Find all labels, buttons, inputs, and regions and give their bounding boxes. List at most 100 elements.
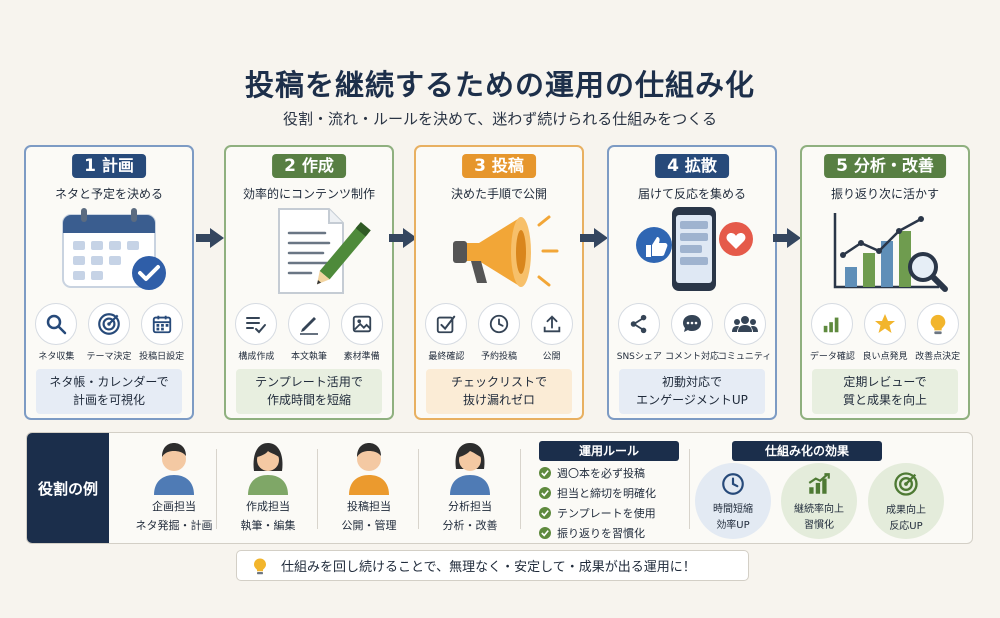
step-icon-item: 素材準備 [338, 303, 386, 362]
step-number: 5 [836, 156, 848, 176]
step-subtitle: ネタと予定を決める [54, 187, 163, 201]
role-creator: 作成担当 執筆・編集 [223, 439, 313, 533]
step-card-create: 2 作成 効率的にコンテンツ制作 構成作成 本文執筆 素材準備 テンプレート活用で… [224, 145, 394, 420]
step-icon-item: ネタ収集 [32, 303, 80, 362]
image-icon [352, 315, 371, 333]
effect-results: 成果向上 反応UP [868, 463, 944, 539]
role-analyst: 分析担当 分析・改善 [425, 439, 515, 533]
step-badge: 1 計画 [72, 154, 146, 178]
growth-chart-icon [808, 473, 830, 494]
person-avatar-icon [450, 443, 490, 495]
step-icon-item: コメント対応 [665, 303, 719, 362]
step-icon-item: 改善点決定 [914, 303, 962, 362]
comment-icon [682, 315, 701, 332]
search-icon [47, 314, 67, 335]
arrow-right-icon [580, 228, 608, 248]
rule-item: 週〇本を必ず投稿 [539, 465, 645, 481]
clock-icon [722, 473, 744, 495]
check-icon [539, 487, 551, 499]
step-number: 1 [84, 156, 96, 176]
step-icon-item: 本文執筆 [285, 303, 333, 362]
star-icon [874, 314, 895, 333]
calendar-check-illustration [62, 208, 166, 290]
step-title: 分析・改善 [853, 156, 934, 175]
step-subtitle: 決めた手順で公開 [450, 187, 547, 201]
check-icon [539, 507, 551, 519]
upload-icon [543, 315, 560, 333]
footer-text: 仕組みを回し続けることで、無理なく・安定して・成果が出る運用に！ [281, 560, 696, 575]
step-subtitle: 効率的にコンテンツ制作 [242, 187, 375, 201]
step-card-spread: 4 拡散 届けて反応を集める SNSシェア コメント対応 コミュニティ 初動対応で… [607, 145, 777, 420]
rule-item: テンプレートを使用 [539, 505, 656, 521]
target-icon [98, 313, 120, 335]
step-card-analyze: 5 分析・改善 振り返り次に活かす データ確認 良い点発見 改善点決定 定期レビュ… [800, 145, 970, 420]
person-avatar-icon [349, 443, 389, 495]
step-title: 計画 [101, 156, 134, 175]
smartphone-reactions-illustration [636, 207, 753, 291]
step-note: 初動対応でエンゲージメントUP [619, 369, 765, 414]
arrow-right-icon [389, 228, 417, 248]
step-icon-item: コミュニティ [718, 303, 771, 362]
step-icon-item: SNSシェア [615, 303, 663, 362]
page-subtitle: 役割・流れ・ルールを決めて、迷わず続けられる仕組みをつくる [283, 110, 717, 128]
role-planner: 企画担当 ネタ発掘・計画 [129, 439, 219, 533]
pen-icon [299, 317, 318, 335]
lightbulb-icon [930, 314, 945, 335]
step-badge: 3 投稿 [462, 154, 536, 178]
step-note: テンプレート活用で作成時間を短縮 [236, 369, 382, 414]
roles-label: 役割の例 [27, 433, 109, 543]
step-badge: 4 拡散 [655, 154, 729, 178]
step-note: 定期レビューで質と成果を向上 [812, 369, 958, 414]
role-poster: 投稿担当 公開・管理 [324, 439, 414, 533]
step-title: 作成 [301, 156, 334, 175]
effects-title: 仕組み化の効果 [732, 441, 882, 461]
effect-continuity: 継続率向上 習慣化 [781, 463, 857, 539]
step-number: 3 [474, 156, 486, 176]
calendar-icon [152, 315, 171, 334]
step-icon-item: テーマ決定 [85, 303, 133, 362]
step-subtitle: 届けて反応を集める [637, 187, 746, 201]
page-title: 投稿を継続するための運用の仕組み化 [244, 68, 755, 102]
step-number: 4 [667, 156, 679, 176]
footer-message: 仕組みを回し続けることで、無理なく・安定して・成果が出る運用に！ [236, 550, 749, 581]
target-icon [894, 472, 918, 496]
person-avatar-icon [154, 443, 194, 495]
step-icon-item: 最終確認 [422, 303, 470, 362]
megaphone-illustration [453, 215, 559, 287]
share-icon [631, 314, 647, 334]
effect-time-saving: 時間短縮 効率UP [695, 463, 771, 539]
bottom-panel: 役割の例 企画担当 ネタ発掘・計画 作成担当 執筆・編集 投稿担当 公開・管理 … [26, 432, 973, 544]
step-badge: 2 作成 [272, 154, 346, 178]
check-icon [539, 527, 551, 539]
step-icon-item: データ確認 [808, 303, 856, 362]
arrow-right-icon [196, 228, 224, 248]
step-title: 拡散 [684, 156, 717, 175]
step-icon-item: 構成作成 [232, 303, 280, 362]
rule-item: 担当と締切を明確化 [539, 485, 656, 501]
list-check-icon [246, 317, 267, 334]
check-icon [539, 467, 551, 479]
checkbox-icon [437, 315, 456, 334]
rules-title: 運用ルール [539, 441, 679, 461]
bar-chart-icon [824, 317, 839, 333]
step-icon-item: 予約投稿 [475, 303, 523, 362]
step-note: チェックリストで抜け漏れゼロ [426, 369, 572, 414]
step-icon-item: 公開 [528, 303, 576, 362]
step-card-post: 3 投稿 決めた手順で公開 最終確認 予約投稿 公開 チェックリストで抜け漏れゼロ [414, 145, 584, 420]
step-note: ネタ帳・カレンダーで計画を可視化 [36, 369, 182, 414]
community-icon [731, 316, 758, 332]
step-card-plan: 1 計画 ネタと予定を決める ネタ収集 テーマ決定 投稿日設定 ネタ帳・カレンダー… [24, 145, 194, 420]
chart-magnifier-illustration [833, 213, 948, 292]
step-badge: 5 分析・改善 [824, 154, 946, 178]
step-number: 2 [284, 156, 296, 176]
arrow-right-icon [773, 228, 801, 248]
rule-item: 振り返りを習慣化 [539, 525, 645, 541]
clock-icon [489, 314, 509, 334]
document-pencil-illustration [278, 208, 371, 294]
lightbulb-icon [254, 558, 266, 574]
step-subtitle: 振り返り次に活かす [830, 187, 939, 201]
step-icon-item: 投稿日設定 [138, 303, 186, 362]
step-icon-item: 良い点発見 [861, 303, 909, 362]
step-title: 投稿 [491, 156, 524, 175]
person-avatar-icon [248, 443, 288, 495]
